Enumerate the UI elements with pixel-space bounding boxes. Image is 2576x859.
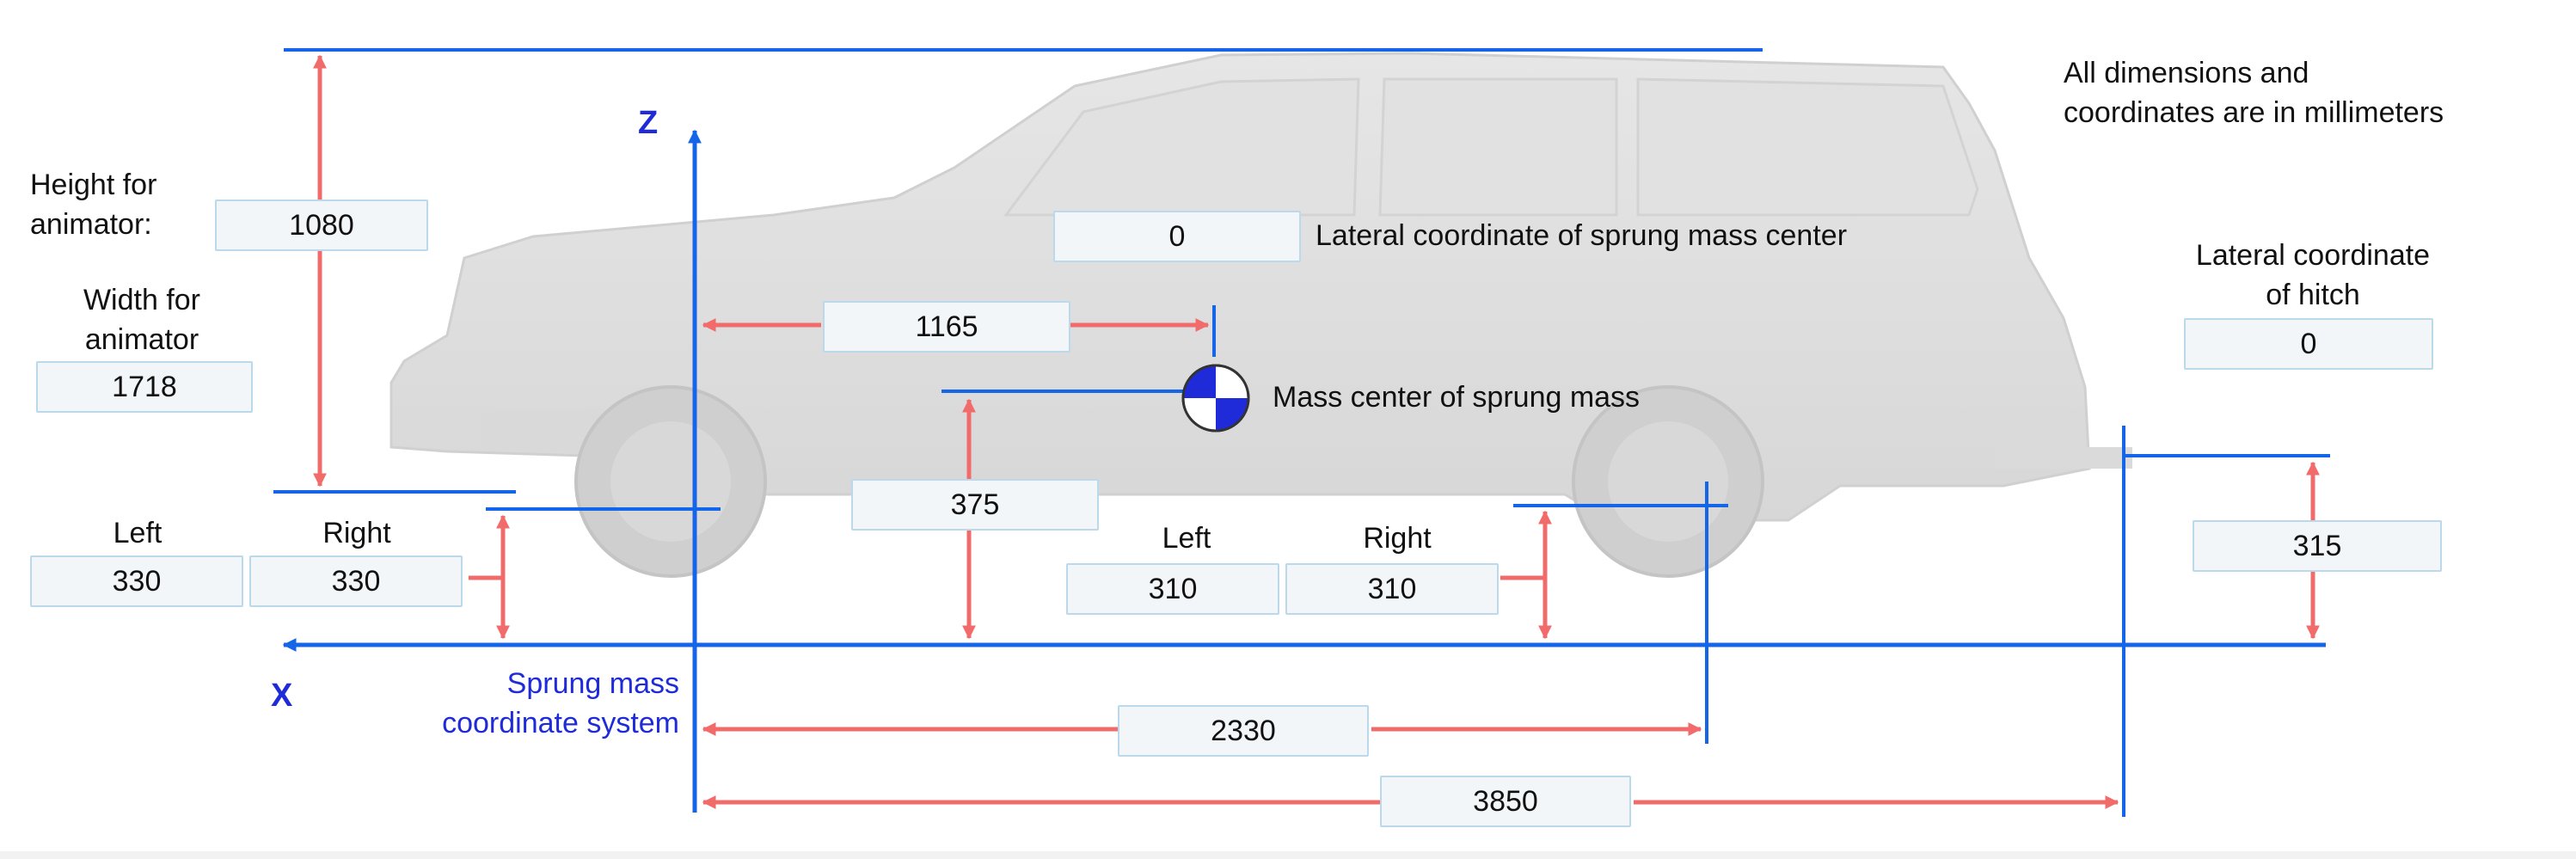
sprung-mass-longitudinal-field[interactable]: 1165	[823, 301, 1070, 353]
front-left-label: Left	[113, 517, 163, 549]
animator-height-label: Height for animator:	[30, 169, 157, 241]
dimension-arrows	[312, 54, 2321, 810]
hitch-distance-field[interactable]: 3850	[1380, 776, 1631, 827]
animator-height-field[interactable]: 1080	[215, 199, 428, 251]
front-right-track-field[interactable]: 330	[249, 555, 463, 607]
hitch-lateral-field[interactable]: 0	[2184, 318, 2433, 370]
sprung-mass-lateral-label: Lateral coordinate of sprung mass center	[1316, 219, 1848, 252]
hitch-height-field[interactable]: 315	[2193, 520, 2442, 572]
animator-width-field[interactable]: 1718	[36, 361, 253, 413]
mass-center-label: Mass center of sprung mass	[1273, 381, 1641, 414]
z-axis-label: Z	[638, 105, 659, 141]
front-right-label: Right	[322, 517, 391, 549]
rear-right-track-field[interactable]: 310	[1285, 563, 1499, 615]
sprung-mass-vertical-field[interactable]: 375	[851, 479, 1099, 531]
rear-left-track-field[interactable]: 310	[1066, 563, 1279, 615]
animator-width-label: Width for animator	[83, 284, 201, 356]
rear-right-label: Right	[1363, 522, 1432, 555]
sprung-mass-lateral-field[interactable]: 0	[1053, 211, 1301, 262]
reference-lines	[273, 48, 2330, 817]
bottom-divider	[0, 851, 2576, 859]
hitch-lateral-label: Lateral coordinate of hitch	[2195, 239, 2431, 311]
mass-center-icon	[1181, 364, 1250, 433]
wheelbase-field[interactable]: 2330	[1118, 705, 1369, 757]
front-left-track-field[interactable]: 330	[30, 555, 243, 607]
coordinate-system-label: Sprung mass coordinate system	[442, 667, 679, 739]
units-note: All dimensions and coordinates are in mi…	[2064, 57, 2444, 129]
rear-left-label: Left	[1162, 522, 1211, 555]
coordinate-axes	[282, 129, 2326, 813]
vehicle-silhouette	[389, 52, 2132, 578]
x-axis-label: X	[271, 678, 293, 714]
